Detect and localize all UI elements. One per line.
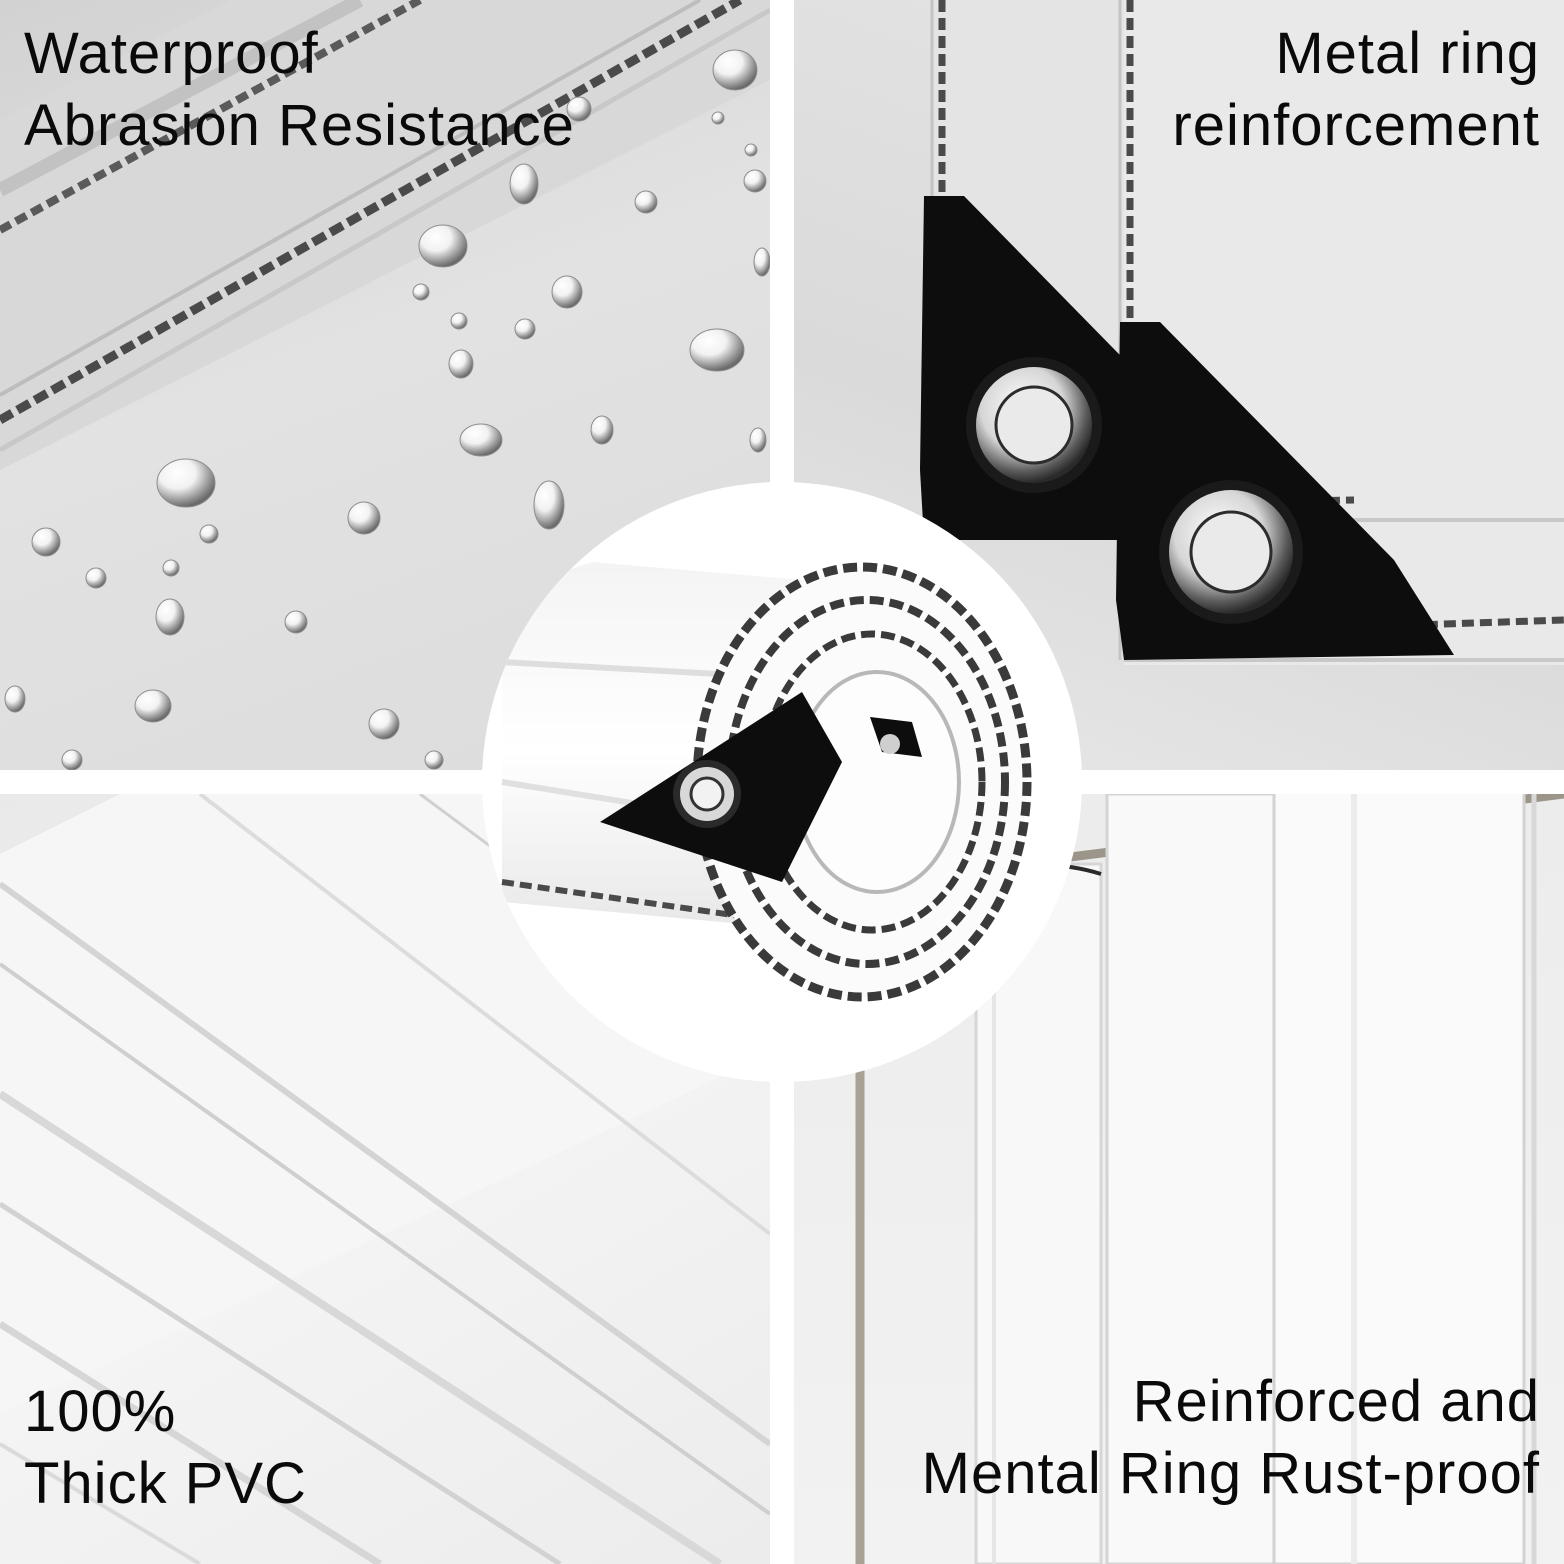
caption-line-1: Metal ring (1275, 21, 1540, 86)
feature-caption-thick-pvc: 100% Thick PVC (24, 1376, 307, 1520)
feature-panel-rust-proof (794, 794, 1564, 1564)
water-droplets-on-clear-pvc-image (0, 0, 770, 770)
feature-panel-waterproof: Waterproof Abrasion Resistance (0, 0, 770, 770)
feature-caption-waterproof: Waterproof Abrasion Resistance (24, 18, 575, 162)
caption-line-1: Waterproof (24, 21, 319, 86)
black-corner-grommet-image (920, 0, 1564, 665)
rolled-clear-tarp-image (501, 562, 1032, 1002)
caption-line-1: 100% (24, 1379, 177, 1444)
caption-line-2: Thick PVC (24, 1451, 307, 1516)
caption-line-2: Abrasion Resistance (24, 93, 575, 158)
caption-line-2: reinforcement (1172, 93, 1540, 158)
feature-caption-metal-ring: Metal ring reinforcement (1172, 18, 1540, 162)
caption-line-1: Reinforced and (1132, 1369, 1540, 1434)
feature-caption-rust-proof: Reinforced and Mental Ring Rust-proof (922, 1366, 1540, 1510)
caption-line-2: Mental Ring Rust-proof (921, 1441, 1540, 1506)
center-product-circle (482, 482, 1082, 1082)
feature-panel-metal-ring: Metal ring reinforcement (794, 0, 1564, 770)
